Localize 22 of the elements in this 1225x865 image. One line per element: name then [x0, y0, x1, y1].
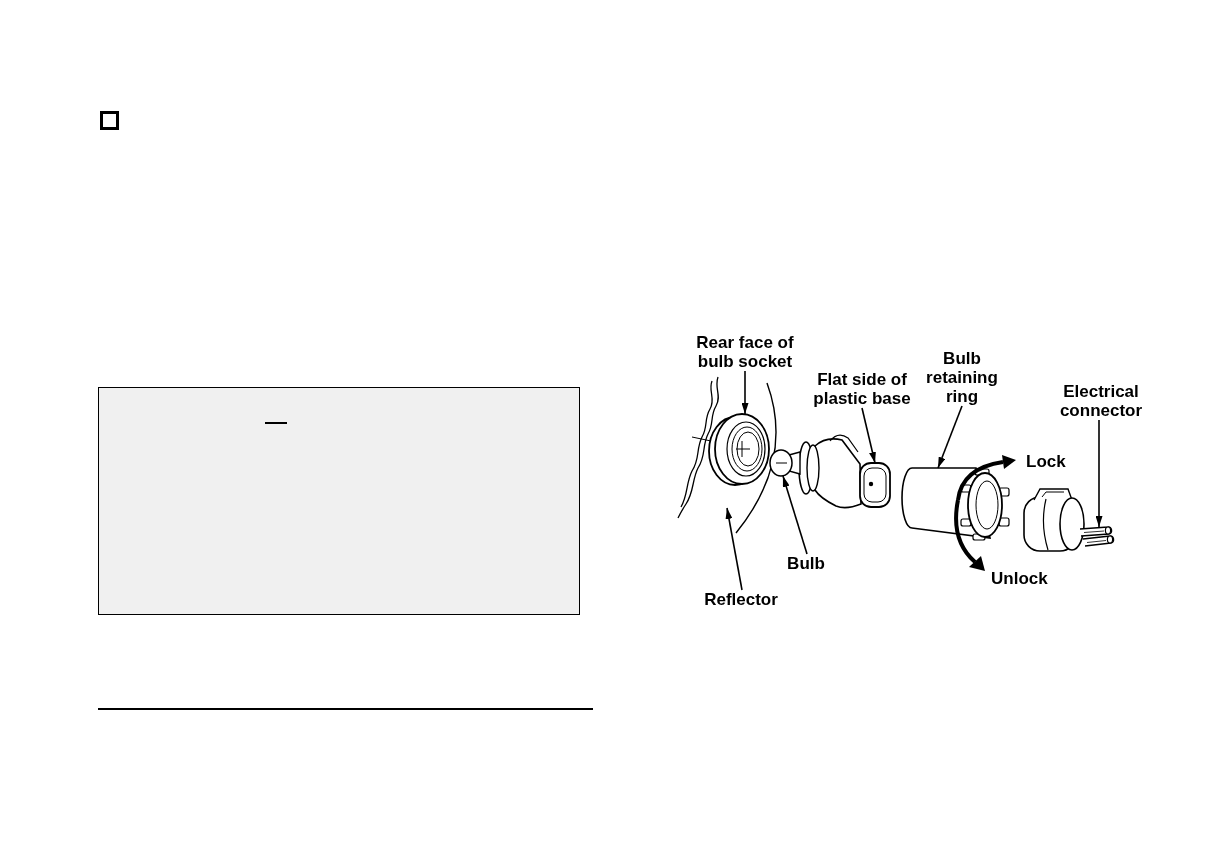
retaining-ring-drawing — [901, 467, 1010, 541]
leader-arrow — [782, 475, 808, 555]
leader-arrow — [861, 407, 876, 464]
bulb-socket-drawing — [708, 413, 770, 486]
checkbox-square — [100, 111, 119, 130]
leader-arrow — [1095, 419, 1103, 528]
callout-label: Bulb — [784, 554, 828, 573]
callout-label: Flat side of plastic base — [810, 370, 914, 408]
connector-pins-drawing — [1079, 526, 1115, 547]
note-box — [98, 387, 580, 615]
bulb-drawing — [769, 449, 801, 477]
callout-label: Bulb retaining ring — [920, 349, 1004, 406]
leader-arrow — [937, 405, 963, 469]
flat-base-face-drawing — [859, 462, 891, 508]
leader-arrow — [725, 507, 743, 591]
rotation-direction-label: Lock — [1026, 452, 1066, 471]
leader-arrow — [741, 370, 749, 415]
callout-label: Rear face of bulb socket — [693, 333, 797, 371]
callout-label: Electrical connector — [1055, 382, 1147, 420]
callout-label: Reflector — [701, 590, 781, 609]
rotation-direction-label: Unlock — [991, 569, 1048, 588]
reflector-drawing — [677, 376, 777, 534]
